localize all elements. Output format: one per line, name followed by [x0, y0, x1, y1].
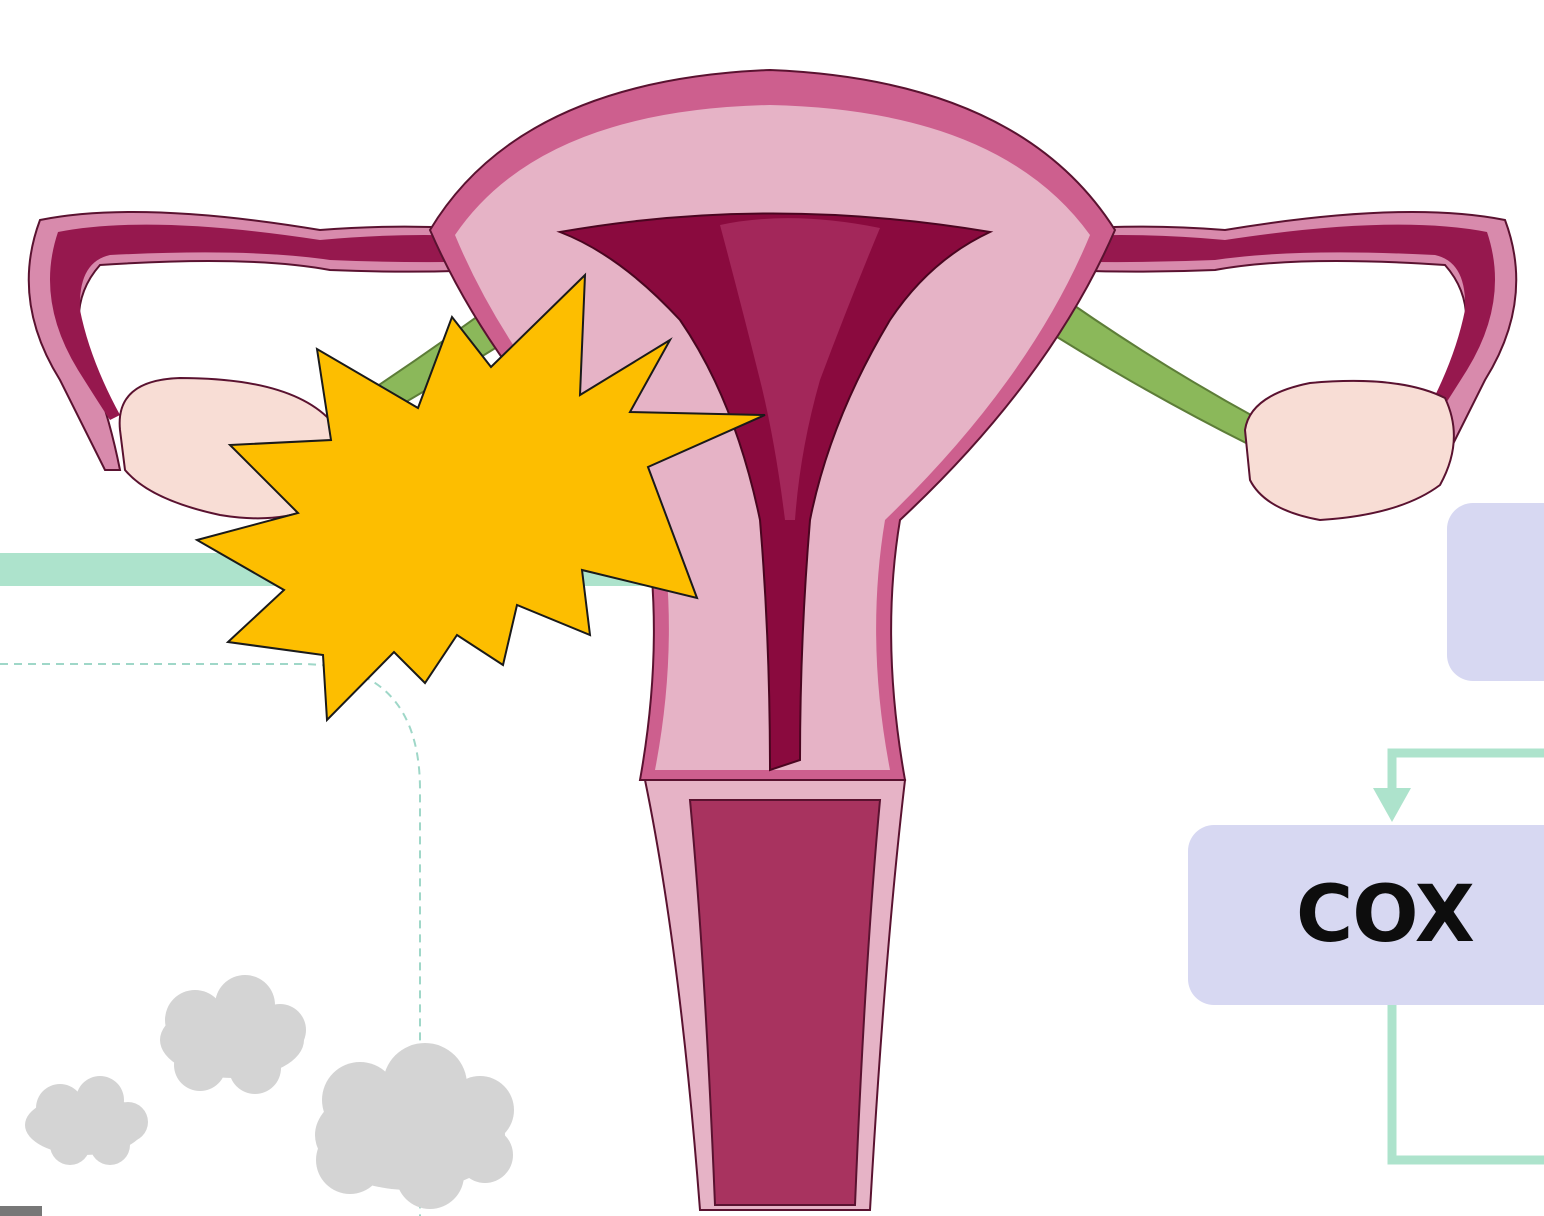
arrow-head: [1373, 788, 1411, 822]
cox-label: COX: [1296, 870, 1474, 960]
cloud-icon: [315, 1043, 514, 1209]
corner-mark: [0, 1206, 42, 1216]
connector-arrow-line: [1392, 753, 1544, 800]
cox-box: COX: [1188, 825, 1544, 1005]
process-box-upper: [1447, 503, 1544, 681]
ovary-right: [1245, 381, 1454, 520]
connector-bottom-line: [1392, 1000, 1544, 1160]
uterus: [430, 70, 1115, 1210]
cloud-icon: [25, 1076, 148, 1165]
cloud-icon: [160, 975, 306, 1094]
